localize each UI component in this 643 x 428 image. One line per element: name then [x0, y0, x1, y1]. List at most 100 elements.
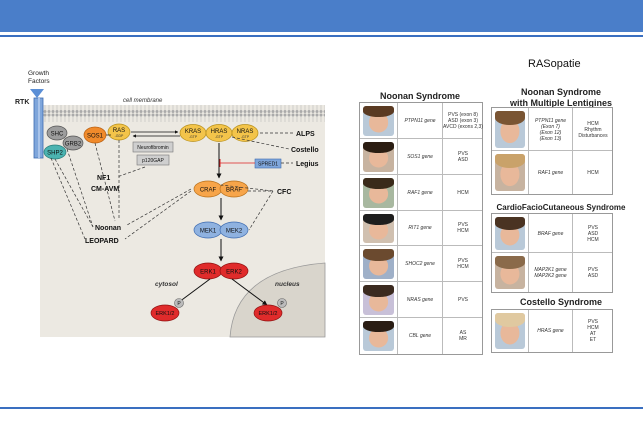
- patient-photo: [363, 106, 394, 136]
- table-row: BRAF gene PVS ASD HCM: [492, 214, 612, 253]
- svg-text:HRAS: HRAS: [211, 129, 228, 135]
- cell-membrane: [40, 105, 325, 122]
- dashed-connectors: [50, 132, 293, 240]
- costello-table: HRAS gene PVS HCM AT ET: [491, 309, 613, 353]
- label-cm-avm: CM-AVM: [91, 186, 119, 193]
- cfc-table: BRAF gene PVS ASD HCM MAP2K1 gene MAP2K2 g…: [491, 213, 613, 293]
- gene-label: PTPN11 gene (Exon 7) (Exon 12) (Exon 13): [534, 117, 567, 142]
- header-rule: [0, 35, 643, 37]
- svg-text:-GTP: -GTP: [241, 135, 250, 139]
- label-alps: ALPS: [296, 131, 315, 138]
- phenotype-label: PVS HCM: [457, 258, 469, 271]
- phenotype-label: HCM: [457, 189, 469, 196]
- svg-text:GRB2: GRB2: [65, 142, 82, 148]
- p120gap-box: [136, 154, 170, 166]
- label-legius: Legius: [296, 161, 319, 168]
- svg-text:SHC: SHC: [51, 132, 64, 138]
- svg-text:KRAS: KRAS: [185, 129, 201, 135]
- table-row: PTPN11 gene PVS (exon 8) ASD (exon 3) AVC…: [360, 103, 483, 139]
- cell-membrane-label: cell membrane: [123, 98, 163, 104]
- phenotype-label: PVS: [457, 297, 468, 304]
- phenotype-label: PVS HCM: [457, 222, 469, 235]
- phospho-nucleus: [277, 298, 287, 308]
- svg-text:SHP2: SHP2: [47, 151, 63, 157]
- patient-photo: [495, 217, 525, 250]
- braf-node: [219, 180, 249, 198]
- patient-photo: [363, 177, 394, 208]
- phenotype-label: PVS ASD: [457, 150, 469, 163]
- growth-factor-triangle: [30, 89, 44, 98]
- phenotype-label: HCM: [587, 169, 599, 176]
- gene-label: SHOC2 gene: [405, 261, 435, 268]
- gene-label: PTPN11 gene: [404, 117, 436, 124]
- gene-label: HRAS gene: [537, 328, 564, 334]
- table-row: PTPN11 gene (Exon 7) (Exon 12) (Exon 13)…: [492, 108, 612, 151]
- svg-text:MEK1: MEK1: [200, 229, 217, 235]
- nras-node: [231, 124, 259, 142]
- phenotype-label: AS MR: [459, 330, 467, 343]
- svg-text:ERK2: ERK2: [226, 270, 242, 276]
- patient-photo: [495, 111, 525, 148]
- patient-photo: [495, 313, 525, 349]
- patient-photo: [363, 321, 394, 351]
- patient-photo: [495, 154, 525, 191]
- table-row: NRAS gene PVS: [360, 282, 482, 319]
- mek2-node: [219, 221, 249, 239]
- nucleus-label: nucleus: [275, 281, 300, 288]
- table-row: MAP2K1 gene MAP2K2 gene PVS ASD: [492, 253, 612, 292]
- phenotype-label: HCM Rhythm Disturbances: [578, 120, 608, 139]
- table-row: SHOC2 gene PVS HCM: [360, 246, 482, 283]
- svg-text:RAS: RAS: [113, 128, 125, 134]
- gene-label: RAF1 gene: [537, 169, 564, 176]
- gene-label: RAF1 gene: [407, 189, 433, 196]
- table-row: CBL gene AS MR: [360, 318, 482, 354]
- svg-text:ERK1/2: ERK1/2: [156, 311, 175, 317]
- table-row: RAF1 gene HCM: [360, 175, 482, 211]
- footer-rule: [0, 407, 643, 409]
- svg-text:MEK2: MEK2: [226, 229, 243, 235]
- svg-text:p120GAP: p120GAP: [142, 158, 164, 164]
- svg-text:-GDP: -GDP: [115, 134, 124, 138]
- patient-photo: [363, 141, 394, 172]
- grb2-node: [62, 135, 84, 151]
- gene-label: CBL gene: [408, 333, 432, 340]
- gene-label: NRAS gene: [406, 297, 434, 304]
- label-noonan: Noonan: [95, 225, 121, 232]
- label-costello: Costello: [291, 147, 319, 154]
- table-row: RIT1 gene PVS HCM: [360, 211, 482, 247]
- rtk-label: RTK: [15, 99, 29, 106]
- label-leopard: LEOPARD: [85, 238, 119, 245]
- svg-text:ERK1: ERK1: [200, 270, 216, 276]
- svg-text:CRAF: CRAF: [200, 188, 217, 194]
- patient-photo: [363, 249, 394, 280]
- costello-title: Costello Syndrome: [519, 297, 602, 307]
- phospho-cytosol: [174, 298, 184, 308]
- gene-label: MAP2K1 gene MAP2K2 gene: [534, 266, 567, 279]
- phenotype-label: PVS ASD: [587, 266, 599, 279]
- phenotype-label: PVS (exon 8) ASD (exon 3) AVCD (exons 2,…: [443, 111, 483, 130]
- phenotype-label: PVS HCM AT ET: [587, 319, 599, 343]
- patient-photo: [495, 256, 525, 289]
- svg-text:-GTP: -GTP: [189, 135, 198, 139]
- svg-text:ERK1/2: ERK1/2: [259, 311, 278, 317]
- cfc-title: CardioFacioCutaneous Syndrome: [496, 203, 626, 212]
- table-row: HRAS gene PVS HCM AT ET: [492, 310, 612, 352]
- svg-text:P: P: [280, 301, 284, 307]
- neurofibromin-box: [132, 141, 174, 153]
- gene-label: RIT1 gene: [408, 225, 432, 232]
- svg-text:P: P: [177, 301, 181, 307]
- erk12-nucleus-node: [253, 304, 283, 322]
- svg-text:SPRED1: SPRED1: [258, 162, 278, 168]
- svg-text:NRAS: NRAS: [237, 129, 254, 135]
- gene-label: BRAF gene: [537, 230, 564, 237]
- patient-photo: [363, 285, 394, 316]
- header-bar: [0, 0, 643, 32]
- table-row: RAF1 gene HCM: [492, 151, 612, 194]
- noonan-ml-title: Noonan Syndrome with Multiple Lentigines: [510, 87, 612, 108]
- phenotype-label: PVS ASD HCM: [587, 224, 599, 243]
- svg-text:Neurofibromin: Neurofibromin: [137, 145, 169, 151]
